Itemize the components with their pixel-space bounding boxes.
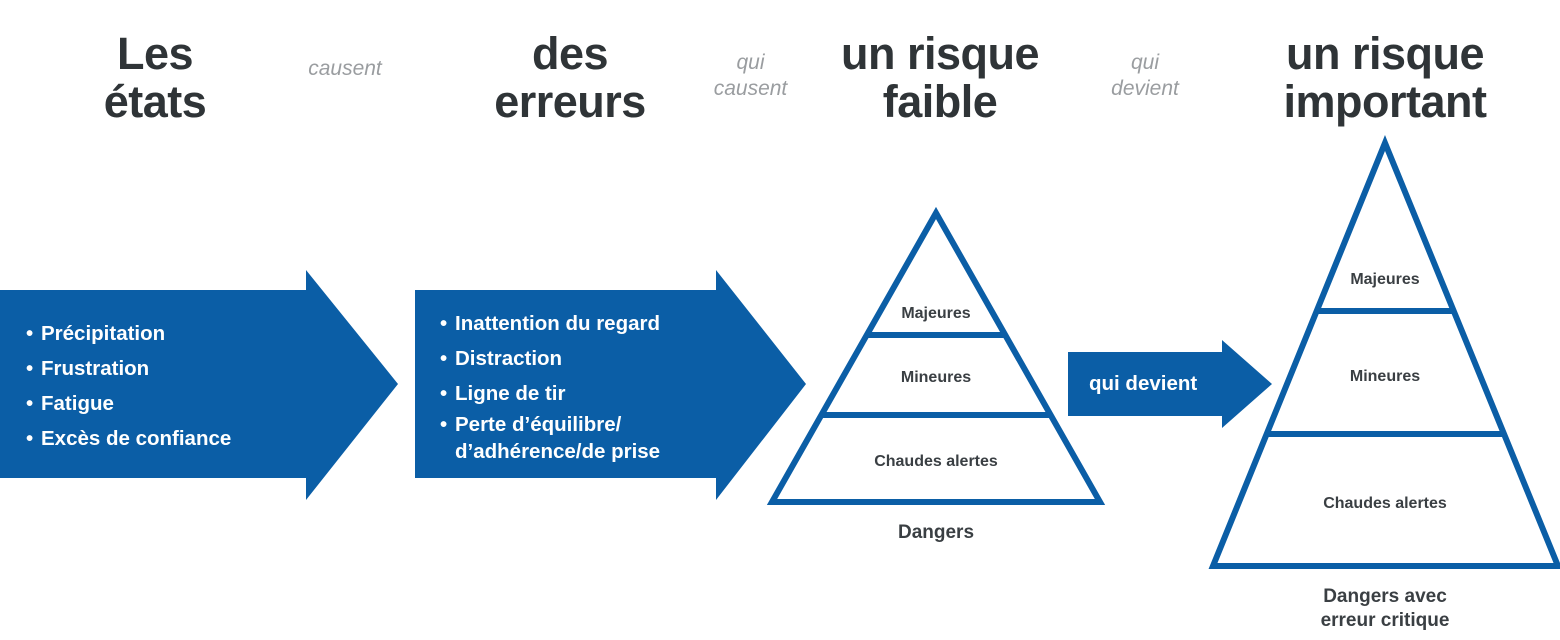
pyramid-dangers-erreur-critique-shape <box>1208 135 1560 569</box>
list-item: • Inattention du regard <box>440 306 740 341</box>
pyramid-dangers-shape <box>766 206 1106 505</box>
list-item-label: Frustration <box>41 357 150 380</box>
erreurs-arrow-bullets: • Inattention du regard • Distraction • Lig… <box>440 306 740 465</box>
pyramid-high-caption: Dangers avec erreur critique <box>1320 586 1450 631</box>
erreurs-arrow-shape <box>415 270 806 500</box>
qui-devient-arrow-shape <box>1068 340 1272 428</box>
pyramid-dangers-tier-mineures: Mineures <box>900 369 972 386</box>
qui-devient-arrow-label: qui devient <box>1089 372 1198 395</box>
list-item-label: Distraction <box>455 347 563 370</box>
list-item: • Précipitation <box>26 316 306 351</box>
connector-qui-causent: qui causent <box>713 51 788 100</box>
list-item: • Perte d’équilibre/d’adhérence/de prise <box>440 411 740 465</box>
list-item-label-line2: d’adhérence/de prise <box>455 440 661 463</box>
pyramid-dangers-tier-majeures: Majeures <box>901 305 971 322</box>
list-item: • Fatigue <box>26 386 306 421</box>
list-item-label: Fatigue <box>41 392 114 415</box>
bullet-glyph: • <box>440 413 448 436</box>
header-les-etats: Les états <box>103 28 207 127</box>
pyramid-dangers-caption: Dangers <box>897 522 975 543</box>
pyramid-high-tier-majeures: Majeures <box>1350 271 1420 288</box>
bullet-glyph: • <box>26 392 34 415</box>
pyramid-high-tier-mineures: Mineures <box>1349 368 1421 385</box>
connector-qui-devient-top: qui devient <box>1111 51 1179 100</box>
bullet-glyph: • <box>26 357 34 380</box>
etats-arrow-shape <box>0 270 398 500</box>
list-item: • Ligne de tir <box>440 376 740 411</box>
pyramid-dangers-tier-chaudes-alertes: Chaudes alertes <box>874 453 998 470</box>
list-item-label: Perte d’équilibre/ <box>455 413 622 436</box>
list-item: • Frustration <box>26 351 306 386</box>
bullet-glyph: • <box>440 312 448 335</box>
list-item: • Excès de confiance <box>26 421 306 456</box>
header-des-erreurs: des erreurs <box>494 28 646 127</box>
bullet-glyph: • <box>440 382 448 405</box>
etats-arrow-bullets: • Précipitation • Frustration • Fatigue • Ex… <box>26 316 306 456</box>
bullet-glyph: • <box>440 347 448 370</box>
header-un-risque-faible: un risque faible <box>840 28 1040 127</box>
connector-causent: causent <box>308 57 382 80</box>
bullet-glyph: • <box>26 427 34 450</box>
pyramid-high-tier-chaudes-alertes: Chaudes alertes <box>1323 495 1447 512</box>
header-un-risque-important: un risque important <box>1283 28 1488 127</box>
list-item-label: Précipitation <box>41 322 166 345</box>
list-item: • Distraction <box>440 341 740 376</box>
bullet-glyph: • <box>26 322 34 345</box>
list-item-label: Inattention du regard <box>455 312 660 335</box>
list-item-label: Excès de confiance <box>41 427 232 450</box>
list-item-label: Ligne de tir <box>455 382 566 405</box>
